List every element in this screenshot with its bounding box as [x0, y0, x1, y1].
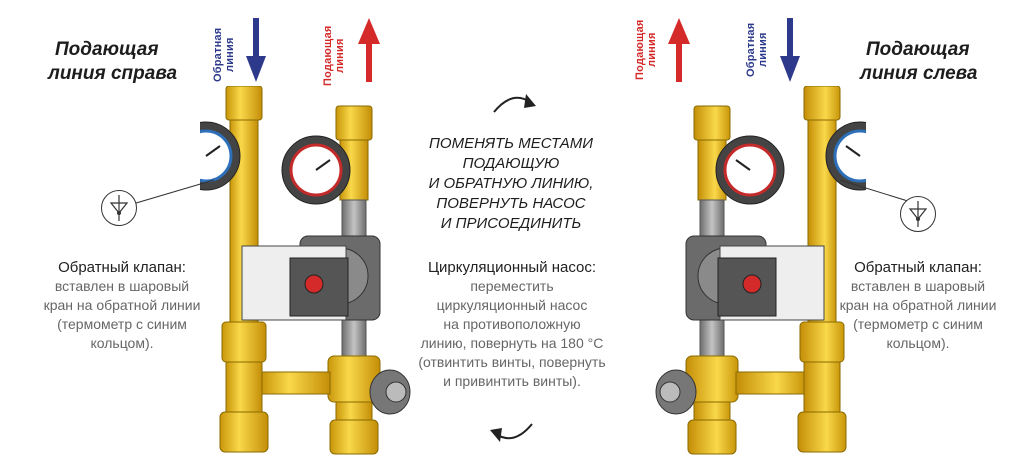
swap-line: ПОВЕРНУТЬ НАСОС [436, 195, 586, 212]
left-return-label: Обратная линия [212, 27, 236, 83]
swap-line: И ПРИСОЕДИНИТЬ [440, 215, 582, 232]
left-caption-title: Обратный клапан: [58, 259, 186, 276]
rotate-arrow-top-icon [493, 94, 536, 113]
left-return-arrow-down [246, 18, 266, 82]
pump-instruction: Циркуляционный насос: переместить циркул… [396, 258, 628, 391]
left-supply-arrow-up [358, 18, 380, 82]
right-caption: Обратный клапан: вставлен в шаровый кран… [818, 258, 1018, 353]
left-heading-line1: Подающая [55, 39, 159, 60]
right-return-label: Обратная линия [745, 22, 769, 78]
left-caption-line: (термометр с синим [57, 316, 187, 332]
left-pump-group-illustration [200, 86, 411, 455]
left-caption-line: вставлен в шаровый [54, 278, 190, 294]
right-caption-line: кран на обратной линии [839, 297, 997, 313]
right-caption-line: (термометр с синим [853, 316, 983, 332]
right-heading-line1: Подающая [866, 39, 970, 60]
left-caption-line: кран на обратной линии [43, 297, 201, 313]
right-heading-line2: линия слева [860, 63, 978, 84]
left-supply-label: Подающая линия [322, 25, 346, 87]
swap-line: ПОМЕНЯТЬ МЕСТАМИ [429, 135, 593, 152]
left-check-valve-icon [101, 190, 137, 226]
rotate-arrow-bottom-icon [490, 423, 533, 442]
pump-instruction-line: переместить [470, 278, 554, 294]
right-check-valve-leader [839, 179, 925, 207]
left-check-valve-leader [125, 179, 215, 207]
pump-instruction-title: Циркуляционный насос: [427, 259, 597, 276]
right-pump-group-illustration [655, 86, 866, 455]
right-return-arrow-down [780, 18, 800, 82]
pump-instruction-line: на противоположную [443, 316, 581, 332]
pump-instruction-line: линию, повернуть на 180 °C [420, 335, 604, 351]
right-check-valve-icon [900, 196, 936, 232]
right-caption-line: кольцом). [886, 335, 950, 351]
right-caption-title: Обратный клапан: [854, 259, 982, 276]
pump-instruction-line: и привинтить винты). [443, 373, 581, 389]
swap-line: ПОДАЮЩУЮ [462, 155, 560, 172]
left-caption-line: кольцом). [90, 335, 154, 351]
pump-instruction-line: циркуляционный насос [436, 297, 588, 313]
left-caption: Обратный клапан: вставлен в шаровый кран… [22, 258, 222, 353]
right-caption-line: вставлен в шаровый [850, 278, 986, 294]
left-heading-line2: линия справа [48, 63, 178, 84]
swap-line: И ОБРАТНУЮ ЛИНИЮ, [428, 175, 594, 192]
pump-instruction-line: (отвинтить винты, повернуть [418, 354, 606, 370]
swap-instruction: ПОМЕНЯТЬ МЕСТАМИ ПОДАЮЩУЮ И ОБРАТНУЮ ЛИН… [402, 134, 620, 234]
right-supply-arrow-up [668, 18, 690, 82]
right-supply-label: Подающая линия [634, 19, 658, 81]
